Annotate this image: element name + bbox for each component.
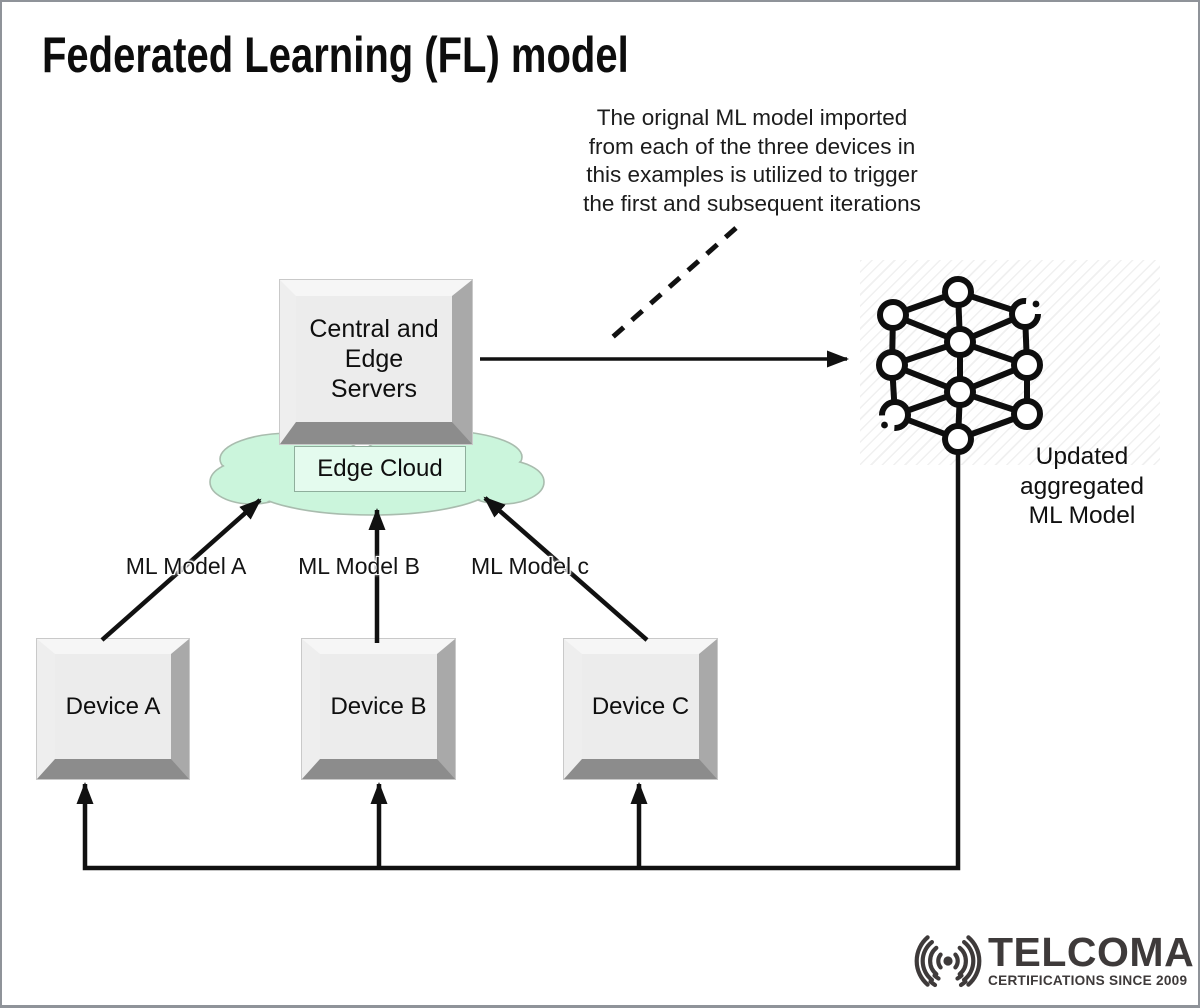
ml-model-c-label: ML Model c <box>470 553 590 579</box>
logo-wordmark: TELCOMA <box>988 929 1195 975</box>
device-c-label: Device C <box>591 692 690 720</box>
annotation-text: The orignal ML model imported from each … <box>583 105 921 216</box>
device-a-box: Device A <box>37 639 189 779</box>
page-title: Federated Learning (FL) model <box>42 27 629 83</box>
nn-edges <box>889 289 1030 442</box>
device-c-box: Device C <box>564 639 717 779</box>
device-a-label: Device A <box>65 692 161 720</box>
nn-broken-node-dot <box>1032 300 1040 308</box>
nn-nodes <box>876 276 1043 455</box>
logo-block: TELCOMA CERTIFICATIONS SINCE 2009 <box>988 931 1194 988</box>
ml-model-a-label: ML Model A <box>125 553 247 579</box>
updated-model-label: Updated aggregated ML Model <box>1020 443 1144 529</box>
logo-tagline: CERTIFICATIONS SINCE 2009 <box>988 973 1188 988</box>
central-edge-servers-label: Central and Edge Servers <box>309 315 439 403</box>
device-b-box: Device B <box>302 639 455 779</box>
central-edge-servers-box: Central and Edge Servers <box>280 280 472 444</box>
dashed-pointer-line <box>604 226 738 345</box>
device-b-label: Device B <box>330 692 427 720</box>
nn-broken-node-dot <box>881 421 888 429</box>
radio-waves-icon <box>914 935 982 988</box>
edge-cloud-label: Edge Cloud <box>317 455 443 482</box>
neural-network-icon <box>876 276 1043 455</box>
edge-cloud-box: Edge Cloud <box>294 446 466 492</box>
watermark-hatch <box>860 260 1160 465</box>
ml-model-b-label: ML Model B <box>298 553 420 579</box>
